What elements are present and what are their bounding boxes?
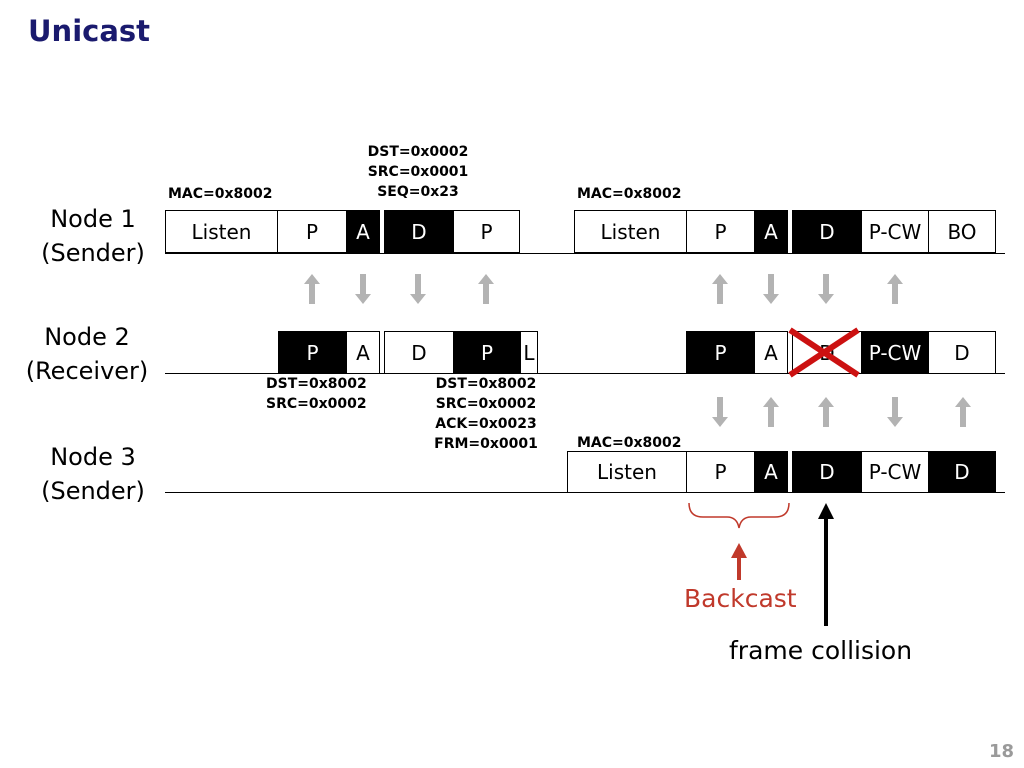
node2-probe-slot-3: P (686, 331, 755, 374)
node-2-timeline (165, 373, 1005, 374)
node3-data-slot: D (792, 451, 862, 493)
node3-mac-annotation: MAC=0x8002 (577, 435, 682, 451)
node1-mac-annotation-2: MAC=0x8002 (577, 186, 682, 202)
down-arrow-icon (410, 274, 426, 304)
down-arrow-icon (887, 397, 903, 427)
node2-probe-slot: P (278, 331, 347, 374)
up-arrow-icon (955, 397, 971, 427)
node-2-label: Node 2 (Receiver) (6, 320, 168, 388)
node-1-label: Node 1 (Sender) (18, 202, 168, 270)
frame-collision-label: frame collision (729, 636, 913, 665)
down-arrow-icon (355, 274, 371, 304)
page-number: 18 (988, 741, 1014, 762)
node1-ack-slot-2: A (754, 210, 788, 253)
node-3-role: (Sender) (41, 477, 145, 505)
up-arrow-icon (478, 274, 494, 304)
node2-ack-slot: A (346, 331, 380, 374)
node2-probe-slot-2: P (453, 331, 521, 374)
backcast-label: Backcast (684, 584, 797, 613)
node1-mac-annotation: MAC=0x8002 (168, 186, 273, 202)
node1-data-slot-2: D (792, 210, 862, 253)
node3-listen-slot: Listen (567, 451, 687, 493)
up-arrow-icon (712, 274, 728, 304)
node3-data-slot-2: D (928, 451, 996, 493)
node-2-role: (Receiver) (25, 357, 149, 385)
node-3-name: Node 3 (50, 443, 136, 471)
page-title: Unicast (28, 14, 151, 48)
node-3-label: Node 3 (Sender) (18, 440, 168, 508)
down-arrow-icon (712, 397, 728, 427)
node3-probe-slot: P (686, 451, 755, 493)
node2-ack-slot-2: A (754, 331, 788, 374)
node-1-role: (Sender) (41, 239, 145, 267)
up-arrow-icon (304, 274, 320, 304)
node3-ack-slot: A (754, 451, 788, 493)
node2-ack-header-annotation: DST=0x8002 SRC=0x0002 ACK=0x0023 FRM=0x0… (434, 376, 538, 452)
backcast-brace (688, 502, 790, 529)
node2-listen-slot: L (520, 331, 538, 374)
node-2-name: Node 2 (44, 323, 130, 351)
node1-listen-slot-2: Listen (574, 210, 687, 253)
node1-data-header-annotation: DST=0x0002 SRC=0x0001 SEQ=0x23 (367, 144, 469, 200)
down-arrow-icon (818, 274, 834, 304)
node3-pcw-slot: P-CW (861, 451, 929, 493)
down-arrow-icon (763, 274, 779, 304)
node-1-timeline (165, 253, 1005, 254)
up-arrow-icon (763, 397, 779, 427)
up-arrow-icon (818, 397, 834, 427)
node2-data-slot: D (384, 331, 454, 374)
node-1-name: Node 1 (50, 205, 136, 233)
backcast-arrow-icon (731, 543, 747, 580)
node1-ack-slot: A (346, 210, 380, 253)
node2-probe-header-annotation: DST=0x8002 SRC=0x0002 (266, 376, 367, 412)
collision-x-icon (788, 327, 860, 378)
node1-probe-slot: P (277, 210, 347, 253)
node1-backoff-slot: BO (928, 210, 996, 253)
up-arrow-icon (887, 274, 903, 304)
collision-arrow-icon (818, 503, 834, 626)
node1-pcw-slot: P-CW (861, 210, 929, 253)
node1-probe-slot-2: P (453, 210, 520, 253)
node1-listen-slot: Listen (165, 210, 278, 253)
node2-data-slot-2: D (928, 331, 996, 374)
